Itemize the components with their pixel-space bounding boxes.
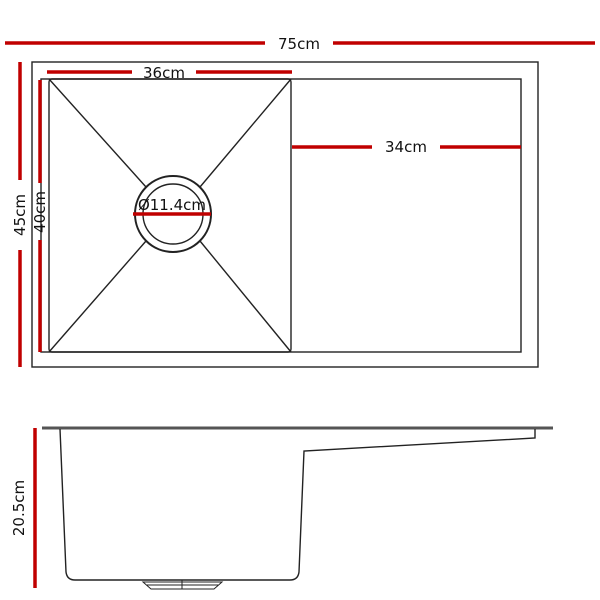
bowl-crease — [199, 78, 292, 188]
label-drainer-width: 34cm — [385, 138, 427, 156]
label-drain-diameter: Ø11.4cm — [138, 196, 206, 214]
label-overall-width: 75cm — [278, 35, 320, 53]
bowl-profile — [59, 428, 536, 581]
dimension-labels: 75cm 36cm 34cm Ø11.4cm 45cm 40cm 20.5cm — [10, 35, 427, 536]
sink-outer-edge — [31, 61, 539, 368]
bowl-crease — [199, 240, 292, 353]
label-bowl-width: 36cm — [143, 64, 185, 82]
label-bowl-depth: 40cm — [31, 191, 49, 233]
side-view — [42, 426, 553, 590]
bowl-crease — [48, 78, 147, 188]
label-overall-depth: 45cm — [11, 194, 29, 236]
sink-inner-edge — [40, 78, 522, 353]
bowl-crease — [48, 240, 147, 353]
top-view — [31, 61, 539, 368]
bowl — [48, 78, 292, 353]
label-height: 20.5cm — [10, 480, 28, 536]
dimension-lines — [5, 41, 595, 588]
drain-fitting — [141, 580, 224, 590]
